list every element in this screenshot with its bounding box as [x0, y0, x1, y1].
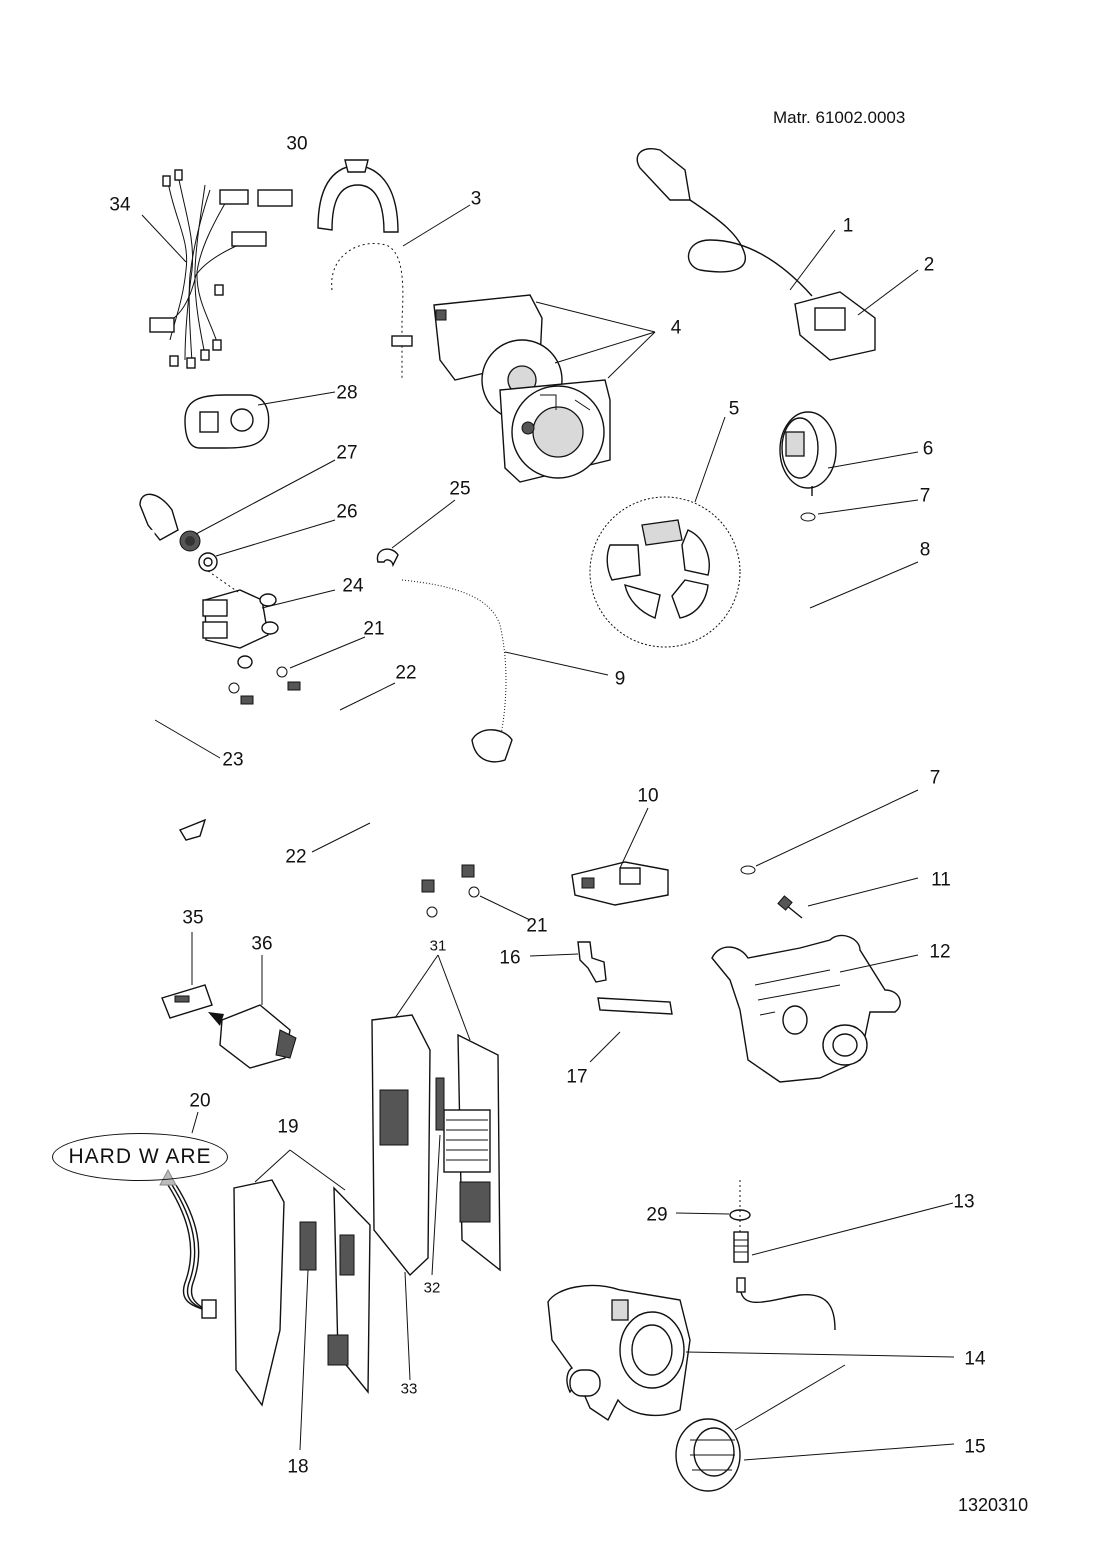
- hose: [228, 636, 531, 921]
- part-label-32: 32: [423, 1279, 441, 1297]
- part-label-22b: 22: [285, 846, 307, 868]
- part-label-14: 14: [964, 1348, 986, 1370]
- part-label-23: 23: [222, 749, 244, 771]
- part-label-25: 25: [449, 478, 471, 500]
- heating-element: [589, 997, 673, 1079]
- valve-washer: [198, 519, 336, 572]
- part-label-35: 35: [182, 907, 204, 929]
- part-label-6: 6: [922, 438, 934, 460]
- hardware-callout-text: HARD W ARE: [68, 1145, 212, 1168]
- part-label-15: 15: [964, 1436, 986, 1458]
- part-label-20: 20: [189, 1090, 211, 1112]
- drawing-number: 1320310: [958, 1495, 1029, 1515]
- part-label-21a: 21: [363, 618, 385, 640]
- filter-suppressor: [794, 269, 919, 361]
- part-label-28: 28: [336, 382, 358, 404]
- part-label-29: 29: [646, 1204, 668, 1226]
- part-label-17: 17: [566, 1066, 588, 1088]
- part-label-9: 9: [614, 668, 626, 690]
- motor: [711, 934, 919, 1083]
- main-board: [233, 1149, 371, 1451]
- power-cord: [636, 148, 836, 297]
- part-label-13: 13: [953, 1191, 975, 1213]
- inlet-hose: [139, 493, 221, 841]
- grommet: [184, 391, 336, 449]
- part-label-31: 31: [429, 937, 447, 955]
- programming-adapter: [208, 955, 297, 1069]
- part-label-30: 30: [286, 133, 308, 155]
- part-label-1: 1: [842, 215, 854, 237]
- part-label-21b: 21: [526, 915, 548, 937]
- part-label-36: 36: [251, 933, 273, 955]
- part-label-8: 8: [919, 539, 931, 561]
- sump-hose: [401, 577, 609, 763]
- part-label-34: 34: [109, 194, 131, 216]
- part-label-12: 12: [929, 941, 951, 963]
- part-label-19: 19: [277, 1116, 299, 1138]
- hardware-callout: HARD W ARE: [52, 1133, 228, 1181]
- pressure-tube: [739, 499, 919, 875]
- inlet-valve: [202, 570, 336, 669]
- wiring-harness: [141, 169, 293, 369]
- o-ring: [675, 1180, 751, 1240]
- ntc-sensor: [733, 1202, 954, 1331]
- part-label-7b: 7: [929, 767, 941, 789]
- part-label-26: 26: [336, 501, 358, 523]
- pressure-switch: [779, 411, 919, 496]
- part-label-10: 10: [637, 785, 659, 807]
- part-label-11: 11: [931, 869, 951, 891]
- hose-guide: [317, 159, 399, 233]
- material-code: Matr. 61002.0003: [773, 108, 906, 127]
- part-label-2: 2: [923, 254, 935, 276]
- drain-pump: [547, 1284, 955, 1431]
- part-label-3: 3: [470, 188, 482, 210]
- clip: [376, 499, 456, 568]
- part-label-4: 4: [670, 317, 682, 339]
- drain-hose: [326, 204, 471, 380]
- part-label-33: 33: [400, 1380, 418, 1398]
- part-label-16: 16: [499, 947, 521, 969]
- door-interlock: [571, 807, 669, 906]
- program-knob-caps: [589, 416, 741, 648]
- heater-nut: [529, 941, 607, 983]
- part-label-24: 24: [342, 575, 364, 597]
- part-label-18: 18: [287, 1456, 309, 1478]
- part-label-22a: 22: [395, 662, 417, 684]
- pump-filter: [675, 1418, 955, 1492]
- programming-key: [161, 932, 213, 1019]
- control-panel-board: [433, 294, 656, 483]
- board-assembly: [371, 954, 501, 1381]
- motor-screw: [777, 877, 919, 919]
- part-label-27: 27: [336, 442, 358, 464]
- part-label-7a: 7: [919, 485, 931, 507]
- part-label-5: 5: [728, 398, 740, 420]
- filter-washer: [179, 459, 336, 552]
